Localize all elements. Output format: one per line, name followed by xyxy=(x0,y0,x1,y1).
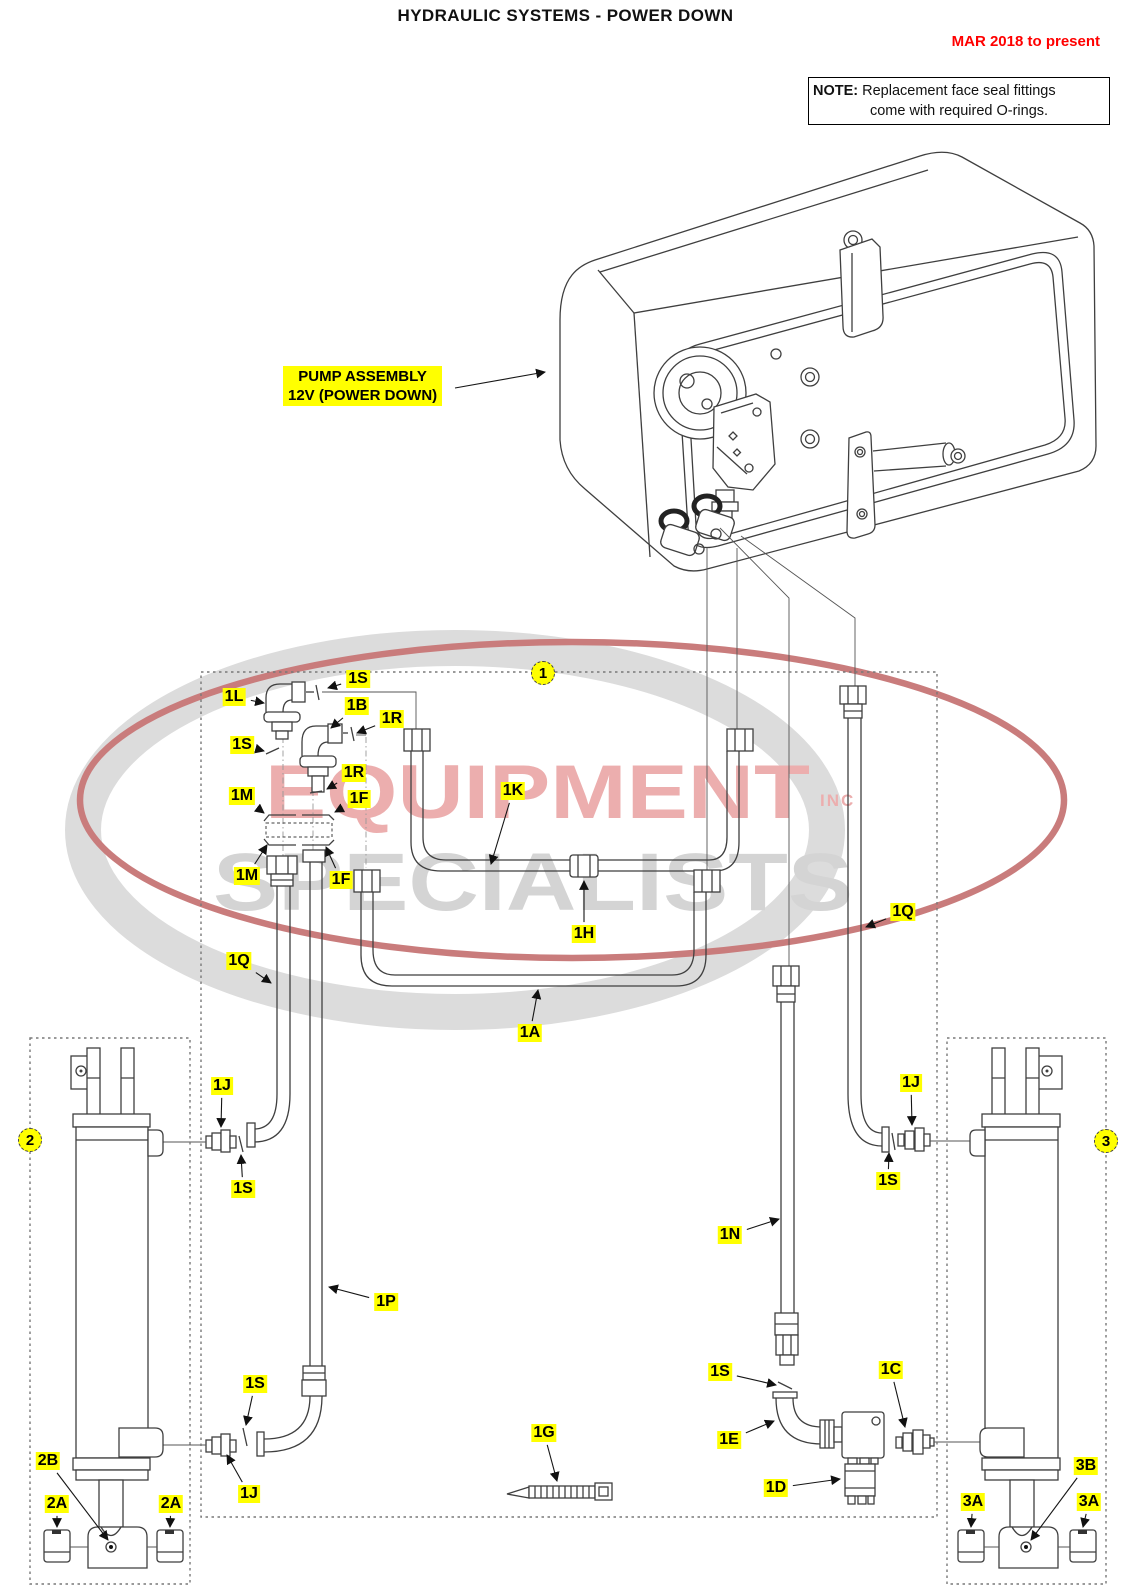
part-label-1q: 1Q xyxy=(890,903,916,921)
pump-assembly-label: PUMP ASSEMBLY 12V (POWER DOWN) xyxy=(283,366,443,406)
part-label-1d: 1D xyxy=(763,1479,789,1497)
leader-1e xyxy=(745,1419,775,1434)
leader-1q xyxy=(255,972,272,984)
part-label-1r: 1R xyxy=(341,764,367,782)
part-label-1s: 1S xyxy=(876,1172,900,1190)
part-label-1j: 1J xyxy=(211,1077,233,1095)
page-title: HYDRAULIC SYSTEMS - POWER DOWN xyxy=(397,6,734,25)
part-label-1g: 1G xyxy=(531,1424,557,1442)
part-label-1p: 1P xyxy=(374,1293,398,1311)
group-callout-3: 3 xyxy=(1094,1129,1118,1153)
leader-3a xyxy=(1080,1513,1090,1528)
leader-1s xyxy=(327,680,342,691)
leader-1a xyxy=(531,989,542,1022)
fitting-1j-upper-right xyxy=(897,1127,931,1152)
part-label-1m: 1M xyxy=(233,867,261,885)
fitting-1j-lower-left xyxy=(205,1433,237,1457)
part-label-1m: 1M xyxy=(228,787,256,805)
part-label-1s: 1S xyxy=(346,670,370,688)
leader-1g xyxy=(546,1444,560,1482)
leader-1j xyxy=(906,1094,917,1126)
leader-1m xyxy=(253,803,265,814)
part-label-1s: 1S xyxy=(230,736,254,754)
part-label-1r: 1R xyxy=(379,710,405,728)
part-label-3a: 3A xyxy=(960,1493,986,1511)
label-leader-lines xyxy=(52,680,1090,1541)
part-label-1c: 1C xyxy=(878,1361,904,1379)
fitting-1j-upper-left xyxy=(205,1129,237,1153)
pump-label-leader xyxy=(454,368,546,389)
leader-3b xyxy=(1030,1477,1078,1541)
left-cylinder-drawing xyxy=(43,1047,184,1569)
leader-1p xyxy=(328,1284,370,1299)
part-label-1k: 1K xyxy=(500,782,526,800)
leader-1s xyxy=(254,743,265,754)
group-callout-2: 2 xyxy=(18,1128,42,1152)
group-boxes xyxy=(29,671,1107,1585)
part-label-1f: 1F xyxy=(347,790,371,808)
part-label-1q: 1Q xyxy=(226,952,252,970)
leader-2b xyxy=(56,1472,109,1541)
leader-1s xyxy=(236,1154,247,1178)
part-label-1h: 1H xyxy=(571,925,597,943)
group1-box xyxy=(200,671,938,1518)
leader-1d xyxy=(792,1475,841,1487)
leader-1b xyxy=(330,717,344,729)
part-label-1s: 1S xyxy=(243,1375,267,1393)
leader-1m xyxy=(254,844,268,865)
leader-1c xyxy=(893,1381,908,1428)
part-label-2b: 2B xyxy=(35,1452,61,1470)
right-cylinder-drawing xyxy=(957,1047,1097,1569)
part-label-1l: 1L xyxy=(222,688,246,706)
part-label-1s: 1S xyxy=(231,1180,255,1198)
leader-1l xyxy=(250,696,265,707)
leader-1n xyxy=(746,1217,780,1231)
watermark-word-inc: INC xyxy=(820,791,855,810)
date-range: MAR 2018 to present xyxy=(951,33,1100,50)
part-label-1e: 1E xyxy=(717,1431,741,1449)
part-label-1f: 1F xyxy=(329,871,353,889)
leader-1r xyxy=(326,780,338,790)
part-label-1s: 1S xyxy=(708,1363,732,1381)
leader-1s xyxy=(243,1395,253,1426)
leader-1s xyxy=(883,1152,894,1170)
group1-hoses-fittings xyxy=(163,681,980,1505)
part-label-1a: 1A xyxy=(517,1024,543,1042)
leader-1j xyxy=(216,1097,227,1128)
leader-1k xyxy=(488,802,510,865)
group3-box xyxy=(946,1037,1107,1585)
cable-tie-1g xyxy=(506,1482,613,1501)
fitting-1c xyxy=(895,1429,935,1455)
leader-1q xyxy=(865,918,887,929)
part-label-2a: 2A xyxy=(158,1495,184,1513)
note-text2: come with required O-rings. xyxy=(869,103,1049,119)
note-text1: Replacement face seal fittings xyxy=(862,83,1056,99)
pump-label-line2: 12V (POWER DOWN) xyxy=(288,387,438,404)
leader-1j xyxy=(226,1454,243,1483)
pump-tank-assembly-drawing xyxy=(559,151,1097,572)
leader-1f xyxy=(325,846,337,869)
part-label-2a: 2A xyxy=(44,1495,70,1513)
part-label-3a: 3A xyxy=(1076,1493,1102,1511)
leader-1r xyxy=(356,725,376,735)
note-prefix: NOTE: xyxy=(813,83,859,99)
leader-1s xyxy=(736,1375,777,1388)
tank-port-leader-lines xyxy=(706,527,856,966)
note-box: NOTE: Replacement face seal fittings com… xyxy=(808,77,1110,125)
part-label-3b: 3B xyxy=(1073,1457,1099,1475)
part-label-1j: 1J xyxy=(238,1485,260,1503)
group2-box xyxy=(29,1037,191,1585)
part-label-1b: 1B xyxy=(344,697,370,715)
part-label-1n: 1N xyxy=(717,1226,743,1244)
leader-1f xyxy=(334,803,346,813)
leader-3a xyxy=(966,1513,977,1528)
pump-label-line1: PUMP ASSEMBLY xyxy=(298,368,427,385)
group-callout-1: 1 xyxy=(531,661,555,685)
part-label-1j: 1J xyxy=(900,1074,922,1092)
note-line1: NOTE: Replacement face seal fittings xyxy=(813,81,1105,101)
watermark-logo: EQUIPMENT INC SPECIALISTS xyxy=(65,630,1068,1030)
